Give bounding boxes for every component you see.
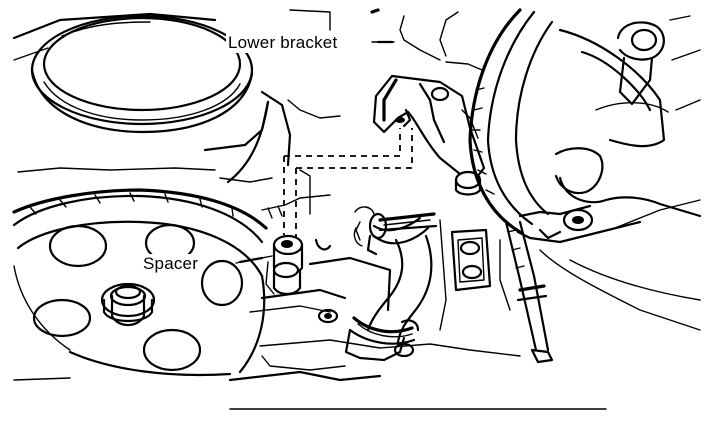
- spacer-label: Spacer: [141, 254, 201, 274]
- lower-bracket-label: Lower bracket: [226, 33, 340, 53]
- lower-bracket-part: [370, 8, 486, 196]
- oil-filler-cap: [30, 14, 254, 134]
- valve-cover: [12, 9, 341, 184]
- water-pump-pulley: [12, 188, 268, 377]
- coolant-hose: [344, 212, 438, 362]
- alternator-bracket: [439, 219, 492, 331]
- engine-block-detail: [13, 169, 521, 382]
- spacer-leader: [235, 255, 273, 264]
- spacer-part: [238, 128, 413, 296]
- adjusting-brace: [499, 220, 554, 364]
- alternator: [468, 8, 702, 331]
